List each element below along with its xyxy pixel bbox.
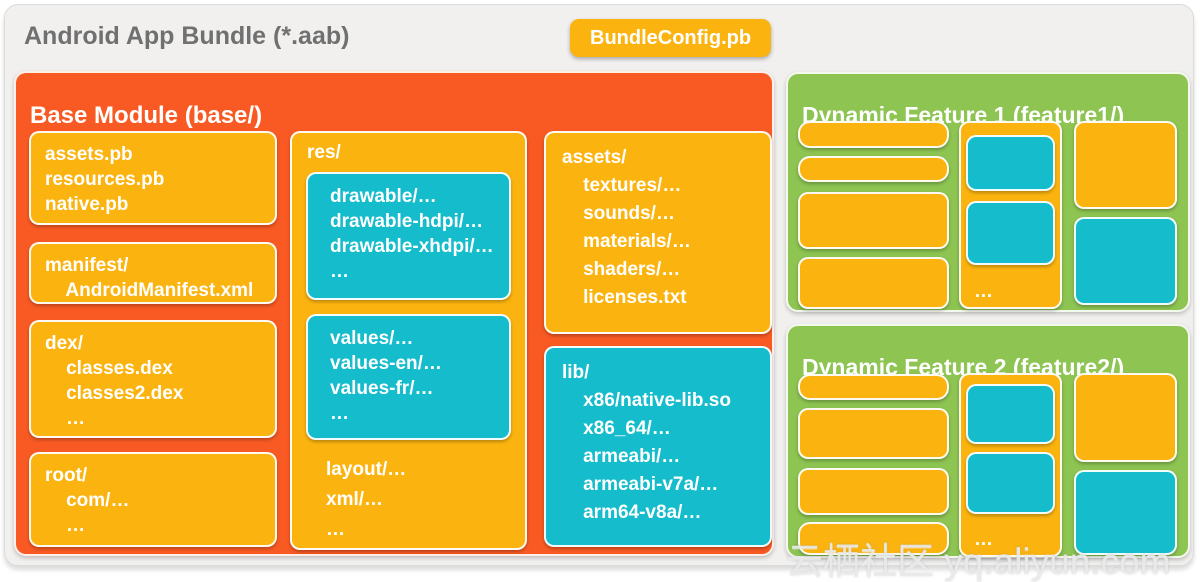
- base-module-title: Base Module (base/): [30, 101, 263, 129]
- dynamic-feature1-panel: Dynamic Feature 1 (feature1/) …: [786, 72, 1190, 312]
- assets-lines: assets/ textures/… sounds/… materials/… …: [562, 147, 691, 308]
- manifest-lines: manifest/ AndroidManifest.xml: [45, 255, 254, 301]
- root-box: root/ com/… …: [29, 452, 277, 547]
- feature2-middle-container: …: [959, 373, 1062, 557]
- feature2-placeholder-bar: [798, 522, 949, 555]
- feature1-middle-container: …: [959, 121, 1062, 309]
- page-title: Android App Bundle (*.aab): [24, 22, 350, 50]
- feature1-placeholder-cyan-box: [966, 201, 1055, 265]
- watermark: 云栖社区 yq.aliyun.com: [786, 541, 1171, 582]
- root-lines: root/ com/… …: [45, 465, 130, 536]
- lib-lines: lib/ x86/native-lib.so x86_64/… armeabi/…: [562, 362, 731, 523]
- bundle-config-badge: BundleConfig.pb: [570, 19, 772, 57]
- res-label: res/: [307, 142, 341, 163]
- feature1-placeholder-bar: [798, 156, 949, 182]
- manifest-box: manifest/ AndroidManifest.xml: [29, 242, 277, 304]
- values-box: values/… values-en/… values-fr/… …: [306, 314, 511, 440]
- drawable-box: drawable/… drawable-hdpi/… drawable-xhdp…: [306, 172, 511, 300]
- drawable-lines: drawable/… drawable-hdpi/… drawable-xhdp…: [330, 186, 494, 282]
- feature2-placeholder-box: [798, 408, 949, 459]
- res-box: res/ drawable/… drawable-hdpi/… drawable…: [290, 131, 527, 550]
- feature1-placeholder-cyan-box: [1074, 217, 1177, 305]
- feature1-placeholder-box: [798, 257, 949, 309]
- feature2-placeholder-box: [798, 468, 949, 515]
- res-extra-lines: layout/… xml/… …: [326, 459, 407, 540]
- values-lines: values/… values-en/… values-fr/… …: [330, 328, 442, 424]
- feature1-placeholder-box: [1074, 121, 1177, 209]
- feature2-ellipsis: …: [974, 529, 993, 550]
- assets-box: assets/ textures/… sounds/… materials/… …: [544, 131, 772, 334]
- feature2-placeholder-cyan-box: [1074, 470, 1177, 555]
- feature1-placeholder-bar: [798, 121, 949, 148]
- pb-files-lines: assets.pb resources.pb native.pb: [45, 144, 165, 215]
- dynamic-feature2-panel: Dynamic Feature 2 (feature2/) …: [786, 324, 1190, 558]
- feature2-placeholder-cyan-box: [966, 384, 1055, 444]
- dex-lines: dex/ classes.dex classes2.dex …: [45, 333, 184, 429]
- feature1-placeholder-box: [798, 192, 949, 249]
- feature2-placeholder-cyan-box: [966, 452, 1055, 514]
- pb-files-box: assets.pb resources.pb native.pb: [29, 131, 277, 225]
- feature1-ellipsis: …: [974, 281, 993, 302]
- feature1-placeholder-cyan-box: [966, 135, 1055, 191]
- dex-box: dex/ classes.dex classes2.dex …: [29, 320, 277, 438]
- feature2-placeholder-box: [1074, 373, 1177, 462]
- lib-box: lib/ x86/native-lib.so x86_64/… armeabi/…: [544, 346, 772, 547]
- base-module-panel: Base Module (base/) assets.pb resources.…: [14, 71, 774, 556]
- feature2-placeholder-bar: [798, 374, 949, 400]
